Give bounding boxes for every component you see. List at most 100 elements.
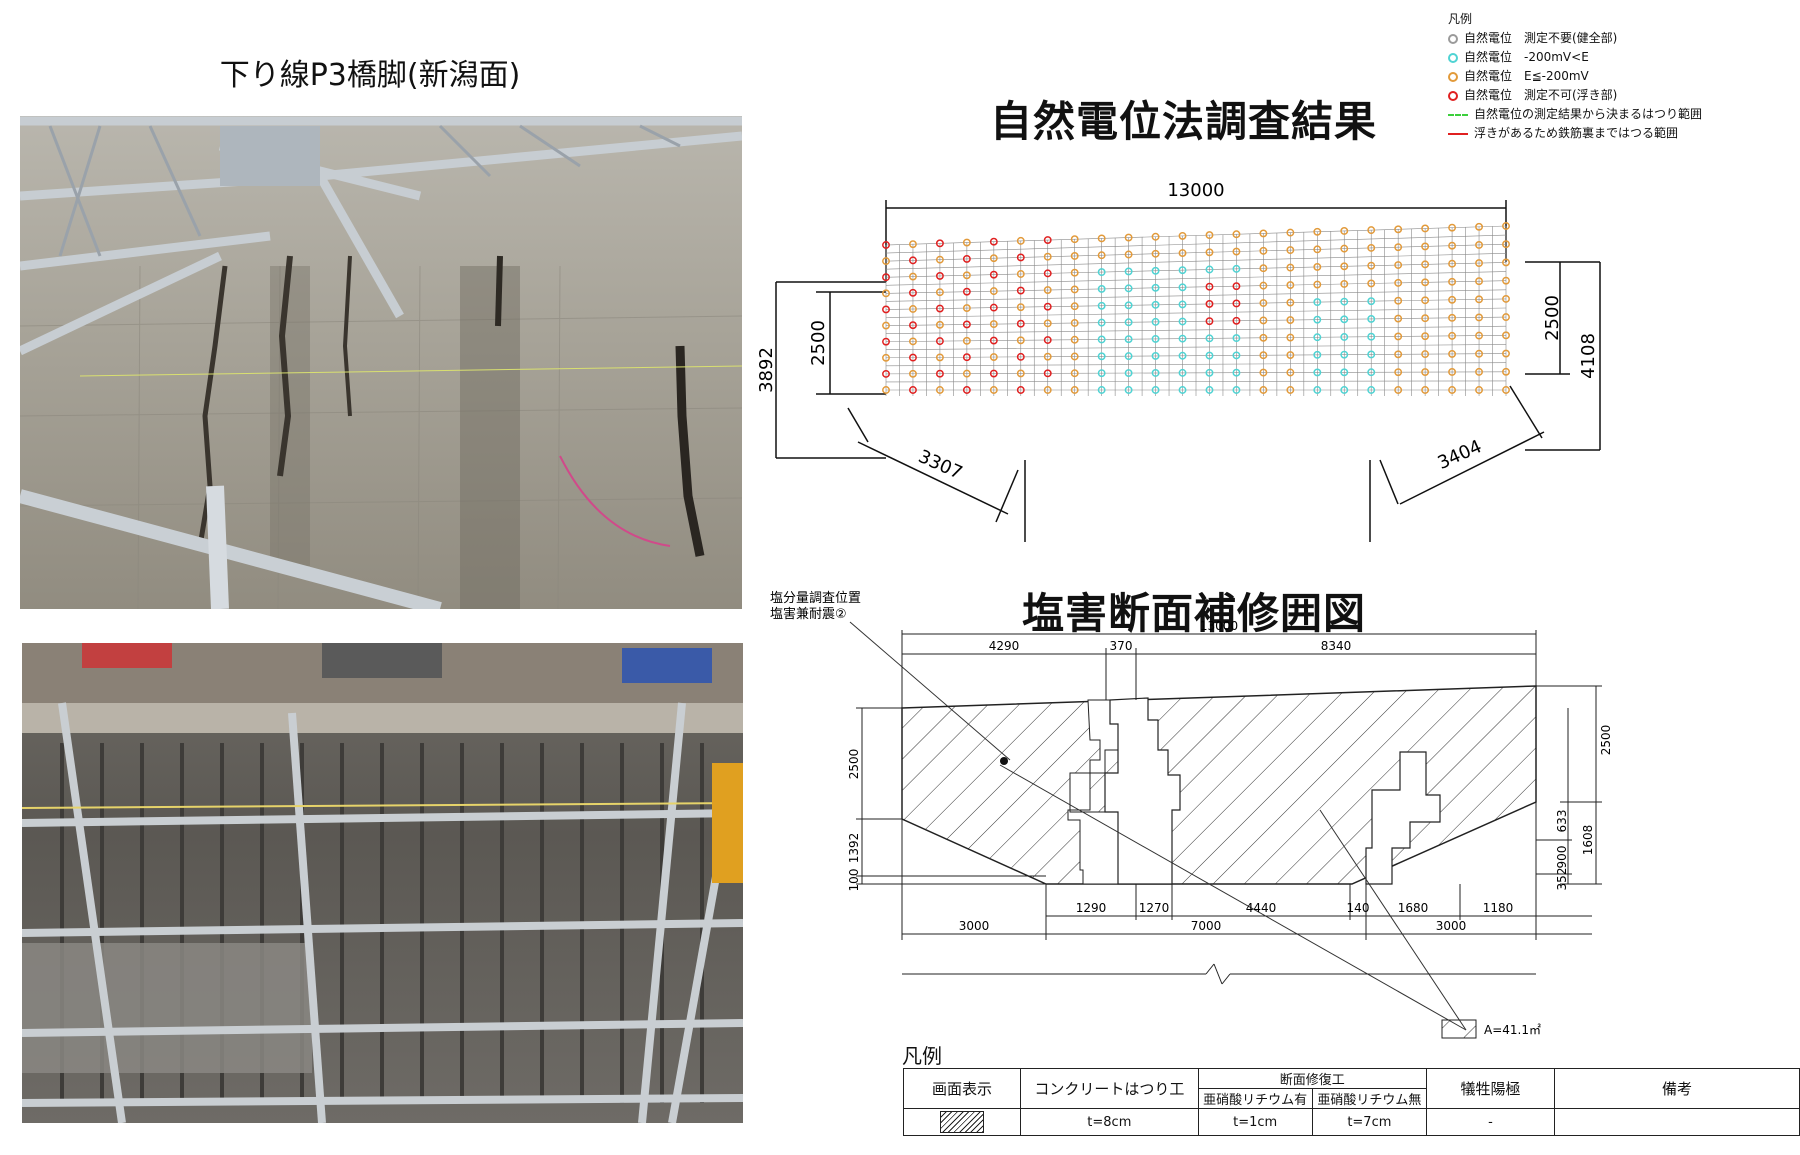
potential-point xyxy=(909,337,917,346)
left-title: 下り線P3橋脚(新潟面) xyxy=(219,58,521,93)
potential-point xyxy=(989,254,998,263)
potential-point xyxy=(1502,222,1510,230)
dim-left-diag: 3307 xyxy=(915,446,965,484)
potential-point xyxy=(1502,349,1510,358)
potential-legend-item: 自然電位 測定不可(浮き部) xyxy=(1448,86,1788,105)
cell-remarks xyxy=(1553,1108,1800,1136)
potential-point xyxy=(1178,231,1187,240)
dim-bottom: 1290 xyxy=(1076,901,1107,915)
potential-point xyxy=(1421,332,1430,341)
title-repair-drawing: 塩害断面補修囲図 xyxy=(1022,589,1367,638)
legend-marker-dot xyxy=(1448,71,1458,82)
pier-photo-top xyxy=(20,116,742,609)
potential-point xyxy=(1286,368,1295,377)
potential-point xyxy=(1043,369,1052,378)
potential-point xyxy=(1097,352,1106,361)
dim-right: 2500 xyxy=(1599,725,1613,756)
potential-point xyxy=(1178,351,1187,360)
dim-right: 352 xyxy=(1555,868,1569,891)
potential-point xyxy=(1205,248,1214,257)
potential-point xyxy=(1259,299,1268,307)
dim-right-inner: 2500 xyxy=(1542,295,1563,341)
grid-line xyxy=(885,335,1507,342)
potential-point xyxy=(1394,386,1403,394)
potential-point xyxy=(1313,368,1322,377)
potential-point xyxy=(1232,230,1241,239)
potential-point xyxy=(1043,352,1052,361)
potential-point xyxy=(1313,333,1322,342)
potential-point xyxy=(1340,280,1349,288)
potential-point xyxy=(1502,240,1510,249)
potential-point xyxy=(1502,367,1510,376)
potential-point xyxy=(1232,316,1241,325)
potential-point xyxy=(935,353,944,362)
potential-point xyxy=(1421,368,1430,377)
potential-point xyxy=(1340,315,1349,324)
potential-point xyxy=(1124,369,1133,378)
dim-left: 1392 xyxy=(847,833,861,864)
potential-point xyxy=(1151,317,1160,326)
potential-point xyxy=(1421,296,1430,305)
potential-point xyxy=(1421,314,1430,323)
potential-point xyxy=(1313,315,1322,324)
potential-point xyxy=(1367,279,1376,288)
potential-point xyxy=(962,386,971,394)
dim-left: 100 xyxy=(847,869,861,892)
potential-point xyxy=(1448,386,1457,394)
potential-point xyxy=(962,238,971,247)
dim-bottom: 1680 xyxy=(1398,901,1429,915)
potential-point xyxy=(1313,245,1322,254)
potential-point xyxy=(1448,277,1457,286)
potential-point xyxy=(1286,263,1295,272)
potential-point xyxy=(1043,386,1052,394)
potential-point xyxy=(1097,335,1106,344)
potential-point xyxy=(1097,318,1106,327)
cell-anode: - xyxy=(1425,1108,1555,1136)
potential-point xyxy=(1313,280,1322,289)
potential-point xyxy=(1151,249,1160,258)
potential-point xyxy=(1313,386,1322,394)
potential-grid xyxy=(882,222,1510,396)
potential-point xyxy=(935,288,944,297)
salt-survey-point xyxy=(1000,757,1008,765)
potential-point xyxy=(1232,247,1241,256)
legend-marker-line xyxy=(1448,132,1468,135)
legend-item-label: 自然電位 測定不要(健全部) xyxy=(1464,31,1618,45)
potential-point xyxy=(909,305,917,313)
potential-point xyxy=(1016,386,1025,394)
potential-point xyxy=(1205,386,1214,394)
potential-point xyxy=(935,369,944,378)
dim-right: 633 xyxy=(1555,810,1569,833)
potential-point xyxy=(1367,368,1376,377)
potential-point xyxy=(1097,251,1106,260)
grid-line xyxy=(885,362,1507,367)
potential-point xyxy=(1043,302,1052,311)
potential-point xyxy=(1340,333,1349,341)
potential-point xyxy=(882,305,890,314)
cell-display-swatch xyxy=(902,1108,1022,1136)
potential-point xyxy=(1367,226,1376,235)
potential-point xyxy=(1016,319,1025,328)
potential-point xyxy=(1502,313,1510,322)
potential-point xyxy=(1421,260,1430,269)
potential-point xyxy=(1232,386,1241,394)
potential-legend-item: 自然電位 E≦-200mV xyxy=(1448,67,1788,86)
dim-top: 8340 xyxy=(1321,639,1352,653)
dim-right: 1608 xyxy=(1581,825,1595,856)
potential-point xyxy=(1286,351,1295,359)
potential-point xyxy=(1016,352,1025,361)
legend-item-label: 自然電位 -200mV<E xyxy=(1464,50,1589,64)
grid-line xyxy=(885,243,1507,262)
cell-chipping: t=8cm xyxy=(1020,1108,1199,1136)
col-remarks: 備考 xyxy=(1553,1068,1800,1109)
potential-point xyxy=(1475,259,1483,268)
potential-point xyxy=(1340,244,1349,253)
potential-point xyxy=(1124,284,1133,293)
potential-point xyxy=(1151,232,1160,241)
potential-point xyxy=(1502,276,1510,285)
potential-point xyxy=(1178,334,1187,343)
potential-point xyxy=(1475,386,1483,394)
legend-item-label: 浮きがあるため鉄筋裏まではつる範囲 xyxy=(1474,126,1679,140)
potential-point xyxy=(962,304,971,313)
potential-point xyxy=(1394,243,1403,252)
